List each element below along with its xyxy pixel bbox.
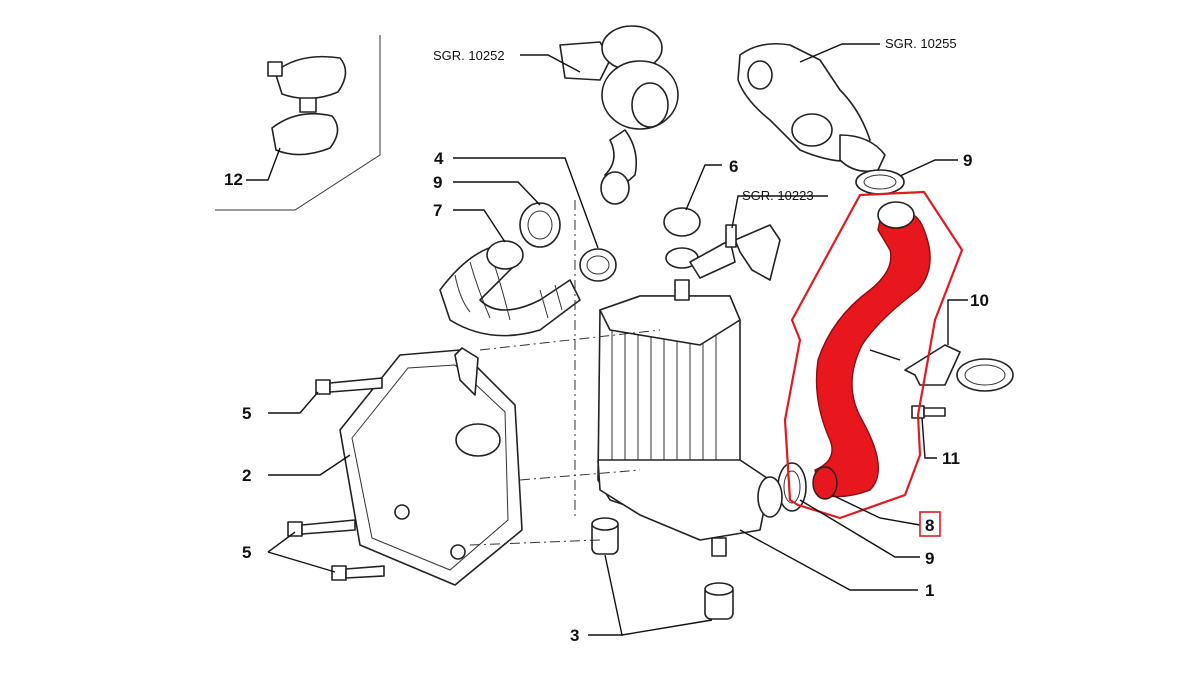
leader-lines xyxy=(246,43,968,636)
alignment-lines xyxy=(469,200,661,546)
callout-9-lower: 9 xyxy=(925,549,934,568)
sensor-bracket-drawing xyxy=(689,224,781,281)
callout-7: 7 xyxy=(433,201,442,220)
part-12-clamp xyxy=(267,55,347,156)
callout-12: 12 xyxy=(224,170,243,189)
intercooler-drawing xyxy=(597,279,783,557)
clamp-9-upper-right xyxy=(855,169,905,195)
bolt-5-upper xyxy=(315,377,383,395)
hose-7-drawing xyxy=(439,240,581,337)
ref-sgr-10252: SGR. 10252 xyxy=(433,48,505,63)
callout-8: 8 xyxy=(925,516,934,535)
callout-11: 11 xyxy=(942,449,960,468)
callout-2: 2 xyxy=(242,466,251,485)
inset-frame xyxy=(215,35,381,211)
outlet-elbow-drawing xyxy=(737,42,886,173)
ref-sgr-10223: SGR. 10223 xyxy=(742,188,814,203)
callout-1: 1 xyxy=(925,581,934,600)
mount-3-left xyxy=(591,517,619,555)
mount-3-right xyxy=(704,582,734,620)
bolt-5-lower-b xyxy=(331,565,385,581)
hose-8-body xyxy=(814,208,931,498)
callout-8-box xyxy=(919,511,941,537)
callout-10: 10 xyxy=(970,291,989,310)
bolt-5-lower-a xyxy=(287,519,356,537)
clamp-4 xyxy=(579,248,617,282)
bracket-10-drawing xyxy=(904,344,1014,392)
highlight-outline xyxy=(783,190,964,520)
callout-9-upper-left: 9 xyxy=(433,173,442,192)
hose-8-upper-end xyxy=(877,201,915,229)
ref-sgr-10255: SGR. 10255 xyxy=(885,36,957,51)
callout-9-upper-right: 9 xyxy=(963,151,972,170)
callout-5-lower: 5 xyxy=(242,543,251,562)
clamp-9-lower xyxy=(777,462,807,512)
clamp-9-upper-left xyxy=(519,202,561,248)
callout-3: 3 xyxy=(570,626,579,645)
callout-6: 6 xyxy=(729,157,738,176)
callout-5-upper: 5 xyxy=(242,404,251,423)
hose-8-lower-end xyxy=(812,466,838,500)
turbocharger-drawing xyxy=(559,25,679,205)
air-cover-2-drawing xyxy=(339,347,523,586)
bolt-11 xyxy=(911,405,946,419)
callout-4: 4 xyxy=(434,149,444,168)
hose-8-highlighted xyxy=(783,190,964,520)
